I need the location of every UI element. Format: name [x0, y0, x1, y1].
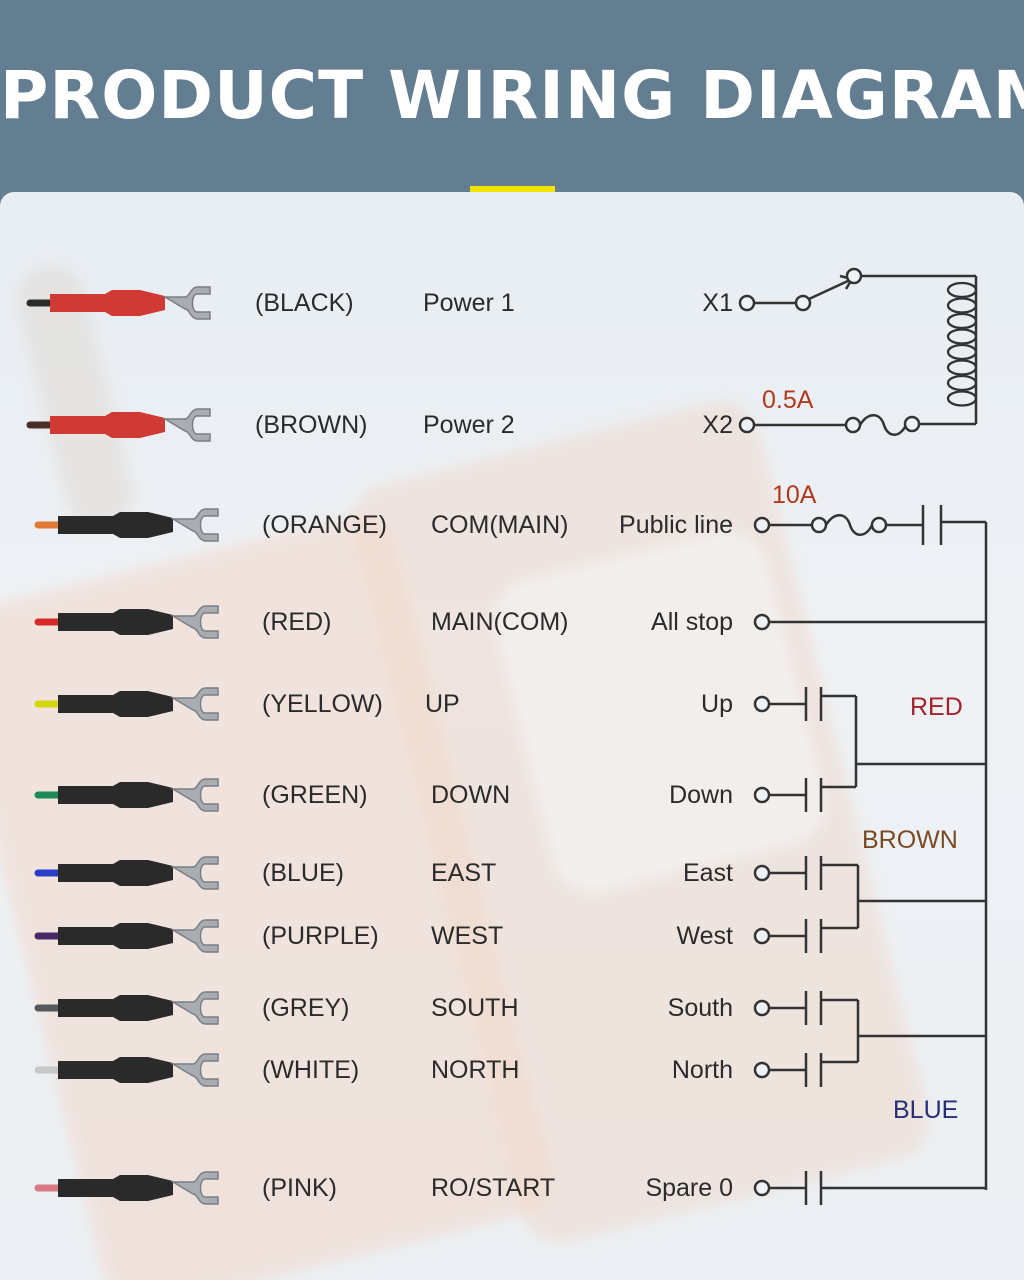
- wire-sleeve: [50, 290, 165, 316]
- spade-terminal-icon: [170, 991, 219, 1025]
- terminal-node: [753, 864, 771, 882]
- coil-icon: [946, 390, 978, 407]
- header-banner: PRODUCT WIRING DIAGRAM: [0, 0, 1024, 192]
- wire-function-label: Power 1: [423, 289, 515, 317]
- coil-icon: [946, 297, 978, 314]
- spade-terminal-icon: [170, 687, 219, 721]
- terminal-label: Public line: [619, 511, 733, 539]
- wire-function-label: UP: [425, 690, 460, 718]
- group-label-red: RED: [910, 693, 963, 721]
- terminal-label: Down: [669, 781, 733, 809]
- terminal-node: [753, 613, 771, 631]
- wire-color-label: (GREY): [262, 994, 350, 1022]
- coil-icon: [946, 374, 978, 392]
- wire-function-label: DOWN: [431, 781, 511, 809]
- terminal-label: X2: [702, 411, 733, 439]
- terminal-node: [753, 516, 771, 534]
- wire-function-label: COM(MAIN): [431, 511, 569, 539]
- terminal-node: [753, 1061, 771, 1079]
- fuse-icon: [824, 514, 874, 536]
- wire-color-label: (BLUE): [262, 859, 344, 887]
- wire-color-label: (YELLOW): [262, 690, 383, 718]
- group-label-blue: BLUE: [893, 1096, 959, 1124]
- coil-icon: [946, 281, 978, 299]
- switch-icon: [794, 294, 812, 312]
- fuse-icon: [903, 415, 921, 433]
- wire-sleeve: [50, 412, 165, 438]
- terminal-label: X1: [702, 289, 733, 317]
- wire-color-label: (BROWN): [255, 411, 368, 439]
- terminal-node: [753, 786, 771, 804]
- wire-sleeve: [58, 1175, 173, 1201]
- spade-terminal-icon: [170, 919, 219, 953]
- wire-function-label: RO/START: [431, 1174, 556, 1202]
- fuse-icon: [858, 414, 908, 436]
- spade-terminal-icon: [170, 778, 219, 812]
- terminal-node: [753, 695, 771, 713]
- terminal-label: East: [682, 859, 733, 887]
- title-accent-bar: [470, 186, 555, 196]
- spade-terminal-icon: [170, 508, 219, 542]
- coil-icon: [946, 343, 978, 361]
- wire-sleeve: [58, 609, 173, 635]
- wire-function-label: MAIN(COM): [431, 608, 569, 636]
- group-label-brown: BROWN: [862, 826, 958, 854]
- coil-icon: [946, 328, 978, 345]
- wire-function-label: SOUTH: [431, 994, 519, 1022]
- terminal-label: North: [671, 1056, 733, 1084]
- wire-color-label: (PURPLE): [262, 922, 379, 950]
- fuse-rating-label: 10A: [772, 481, 817, 509]
- wire-function-label: NORTH: [431, 1056, 520, 1084]
- wire-color-label: (BLACK): [255, 289, 354, 317]
- wire-function-label: WEST: [431, 922, 504, 950]
- wire-color-label: (PINK): [262, 1174, 337, 1202]
- wire-sleeve: [58, 782, 173, 808]
- wire-color-label: (ORANGE): [262, 511, 387, 539]
- switch-icon: [808, 278, 851, 301]
- page-title: PRODUCT WIRING DIAGRAM: [0, 57, 1024, 134]
- fuse-rating-label: 0.5A: [762, 386, 814, 414]
- spade-terminal-icon: [162, 286, 211, 320]
- wire-sleeve: [58, 691, 173, 717]
- fuse-icon: [844, 416, 862, 434]
- terminal-label: Up: [701, 690, 733, 718]
- wire-sleeve: [58, 1057, 173, 1083]
- wire-color-label: (WHITE): [262, 1056, 360, 1084]
- spade-terminal-icon: [170, 605, 219, 639]
- spade-terminal-icon: [170, 856, 219, 890]
- coil-icon: [946, 312, 978, 330]
- terminal-node: [753, 1179, 771, 1197]
- terminal-label: All stop: [651, 608, 733, 636]
- switch-icon: [845, 267, 863, 285]
- wire-sleeve: [58, 512, 173, 538]
- terminal-node: [738, 294, 756, 312]
- spade-terminal-icon: [162, 408, 211, 442]
- terminal-label: South: [667, 994, 733, 1022]
- diagram-panel: [0, 192, 1024, 1280]
- terminal-label: West: [676, 922, 734, 950]
- terminal-node: [753, 999, 771, 1017]
- fuse-icon: [810, 516, 828, 534]
- spade-terminal-icon: [170, 1171, 219, 1205]
- coil-icon: [946, 359, 978, 376]
- terminal-node: [738, 416, 756, 434]
- wire-sleeve: [58, 860, 173, 886]
- wire-function-label: EAST: [431, 859, 497, 887]
- terminal-node: [753, 927, 771, 945]
- wire-color-label: (GREEN): [262, 781, 368, 809]
- spade-terminal-icon: [170, 1053, 219, 1087]
- wire-sleeve: [58, 995, 173, 1021]
- wire-sleeve: [58, 923, 173, 949]
- wire-function-label: Power 2: [423, 411, 515, 439]
- fuse-icon: [870, 516, 888, 534]
- wire-color-label: (RED): [262, 608, 332, 636]
- terminal-label: Spare 0: [645, 1174, 733, 1202]
